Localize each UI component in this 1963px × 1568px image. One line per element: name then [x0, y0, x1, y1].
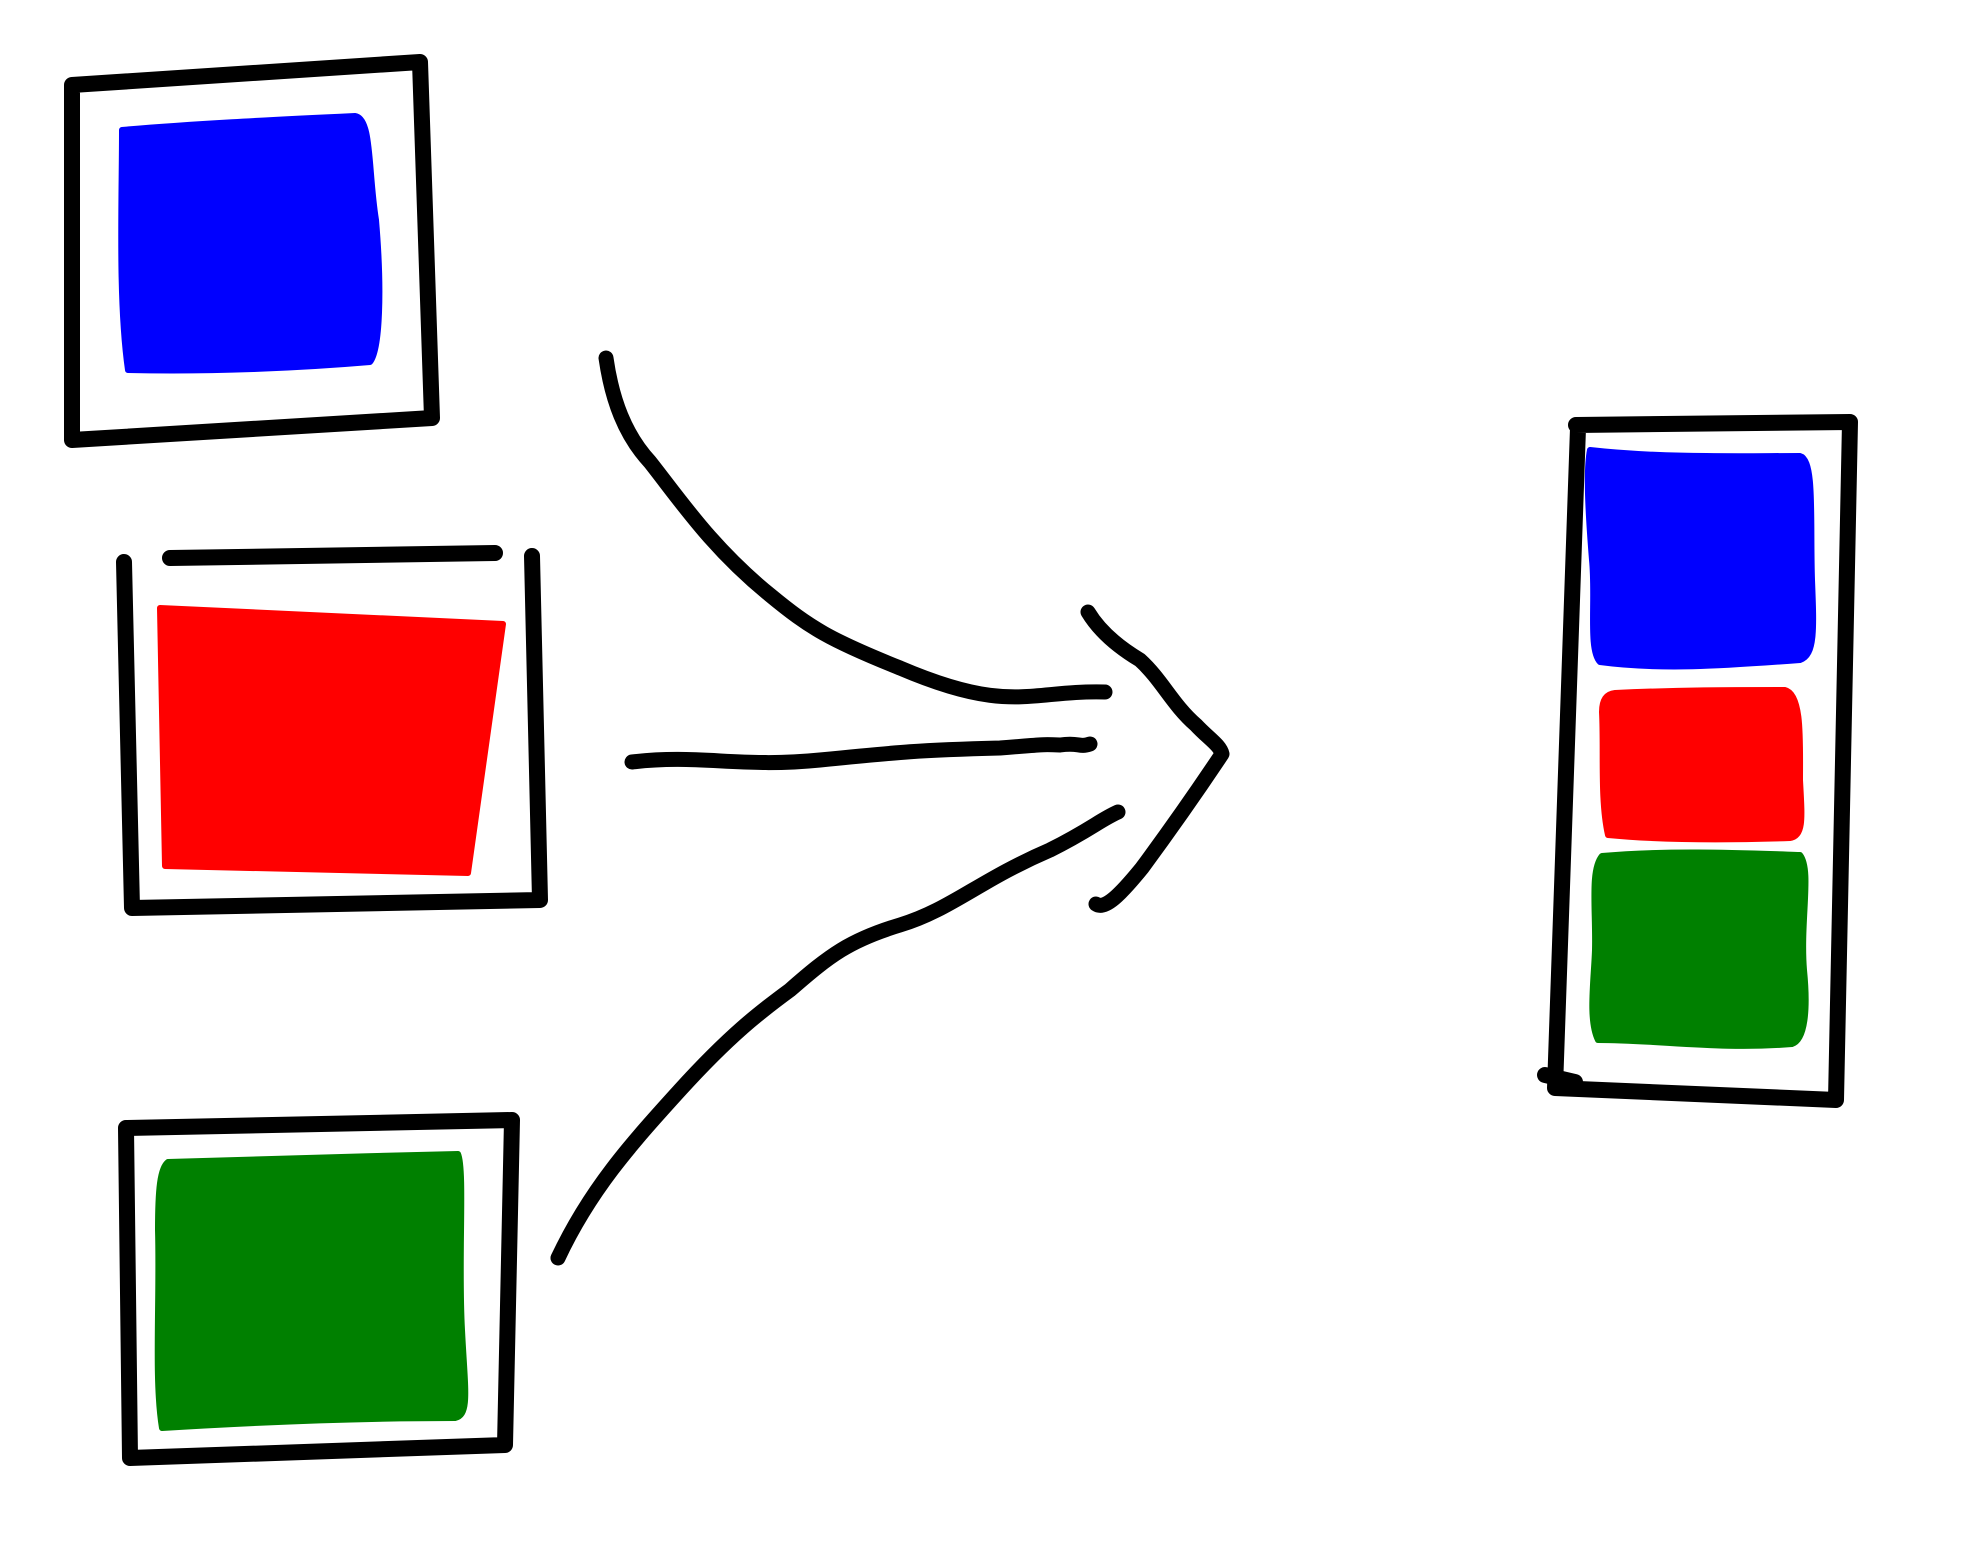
- target-stack-frame: [1547, 414, 1858, 1108]
- flow-line-bottom: [550, 804, 1126, 1266]
- flow-line-middle: [624, 736, 1098, 771]
- source-fill-green: [154, 1151, 469, 1431]
- stack-fill-red: [1599, 687, 1805, 843]
- stack-fill-green: [1589, 849, 1809, 1049]
- flow-line-top: [598, 350, 1113, 705]
- target-stack: [1537, 414, 1858, 1108]
- source-frame-red: [116, 548, 548, 916]
- source-block-green: [118, 1112, 520, 1466]
- target-stack-foot: [1537, 1067, 1583, 1090]
- merge-arrow: [550, 350, 1230, 1266]
- arrowhead-chevron: [1080, 604, 1230, 913]
- source-block-red: [116, 545, 548, 916]
- source-top-bar-red: [162, 545, 503, 566]
- source-frame-green: [118, 1112, 520, 1466]
- source-block-blue: [64, 54, 440, 448]
- source-fill-red: [157, 605, 506, 876]
- source-frame-blue: [64, 54, 440, 448]
- source-fill-blue: [118, 113, 383, 374]
- stack-fill-blue: [1584, 447, 1817, 670]
